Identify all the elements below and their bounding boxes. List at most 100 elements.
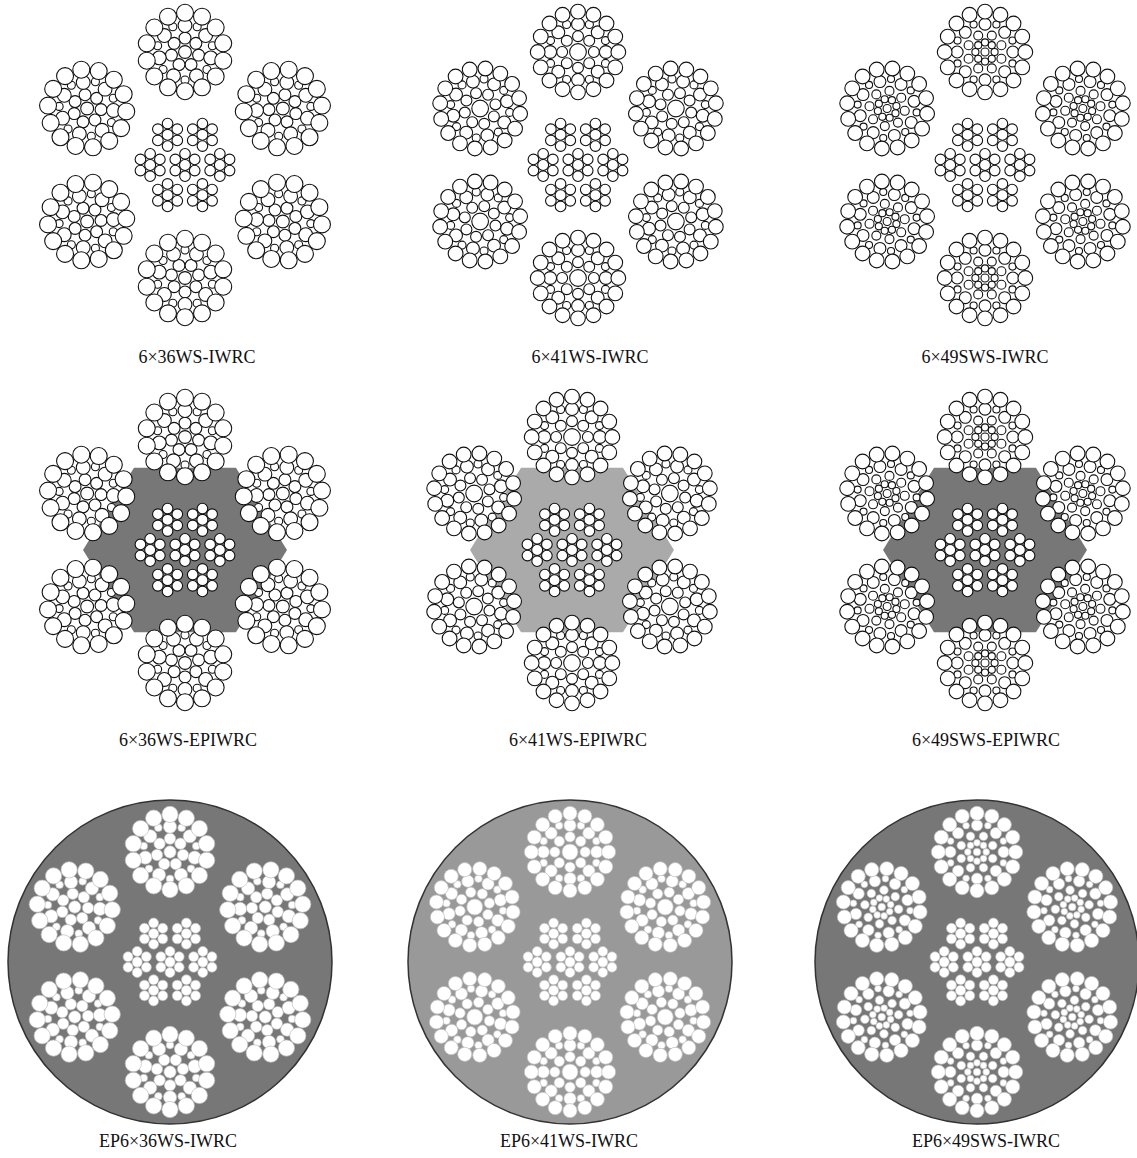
wire — [479, 201, 490, 212]
wire — [964, 426, 973, 435]
wire — [1015, 533, 1026, 544]
wire — [263, 600, 275, 612]
wire — [115, 86, 132, 103]
wire — [180, 171, 191, 182]
wire — [900, 491, 909, 500]
wire — [1015, 556, 1026, 567]
wire — [139, 980, 149, 990]
wire — [160, 8, 177, 25]
wire — [1114, 589, 1129, 604]
wire — [135, 539, 146, 550]
wire — [1036, 106, 1051, 121]
wire — [608, 286, 623, 301]
wire — [123, 962, 133, 972]
wire — [1068, 503, 1077, 512]
wire — [268, 973, 284, 989]
wire — [962, 233, 977, 248]
wire — [880, 519, 887, 526]
wire — [115, 227, 132, 244]
wire — [178, 878, 194, 894]
wire — [1015, 445, 1030, 460]
wire — [607, 160, 618, 171]
wire — [997, 280, 1006, 289]
wire — [590, 190, 601, 201]
wire — [602, 556, 613, 567]
wire — [848, 511, 863, 526]
wire — [955, 154, 966, 165]
wire — [215, 556, 226, 567]
wire — [1092, 500, 1101, 509]
wire — [1075, 632, 1082, 639]
wire — [1007, 657, 1019, 669]
wire — [68, 108, 80, 120]
wire — [238, 471, 255, 488]
wire — [532, 533, 543, 544]
wire — [582, 432, 593, 443]
wire — [666, 118, 677, 129]
wire — [1007, 509, 1018, 520]
wire — [193, 654, 205, 666]
wire — [493, 249, 508, 264]
wire — [629, 106, 644, 121]
wire — [1071, 495, 1078, 502]
wire — [1089, 90, 1098, 99]
wire — [648, 249, 663, 264]
wire — [897, 478, 906, 487]
wire — [988, 281, 995, 288]
wire — [197, 118, 208, 129]
wire — [197, 526, 208, 537]
wire — [890, 140, 905, 155]
wire — [572, 18, 585, 31]
wire — [1089, 215, 1096, 222]
wire — [215, 663, 232, 680]
wire — [160, 393, 177, 410]
wire — [1007, 520, 1018, 531]
wire — [566, 458, 579, 471]
wire — [988, 666, 995, 673]
wire — [940, 255, 955, 270]
wire — [555, 7, 570, 22]
wire — [993, 82, 1008, 97]
wire — [657, 446, 672, 461]
wire — [559, 509, 570, 520]
wire — [1024, 539, 1035, 550]
wire — [840, 96, 855, 111]
wire — [869, 447, 884, 462]
wire — [571, 311, 586, 326]
wire — [949, 73, 964, 88]
wire — [162, 190, 173, 201]
wire — [1055, 249, 1070, 264]
wire — [592, 539, 603, 550]
wire — [68, 493, 80, 505]
wire — [52, 129, 69, 146]
wire — [874, 526, 889, 541]
wire — [570, 44, 587, 61]
wire — [1015, 171, 1026, 182]
wire — [207, 509, 218, 520]
wire — [79, 229, 91, 241]
wire — [162, 118, 173, 129]
wire — [101, 132, 118, 149]
wire — [945, 148, 956, 159]
rope-section — [8, 800, 332, 1124]
wire — [1079, 489, 1087, 497]
wire — [42, 584, 59, 601]
wire — [527, 640, 542, 655]
wire — [456, 447, 471, 462]
wire — [487, 451, 502, 466]
wire — [549, 503, 560, 514]
wire — [1086, 62, 1101, 77]
wire — [461, 559, 476, 574]
wire — [1070, 574, 1082, 586]
wire — [566, 403, 579, 416]
wire — [854, 208, 866, 220]
wire — [1007, 46, 1019, 58]
wire — [987, 416, 996, 425]
wire — [997, 179, 1008, 190]
wire — [286, 137, 303, 154]
wire — [279, 229, 291, 241]
wire — [1005, 550, 1016, 561]
wire — [955, 165, 966, 176]
wire — [980, 171, 991, 182]
wire — [673, 638, 688, 653]
